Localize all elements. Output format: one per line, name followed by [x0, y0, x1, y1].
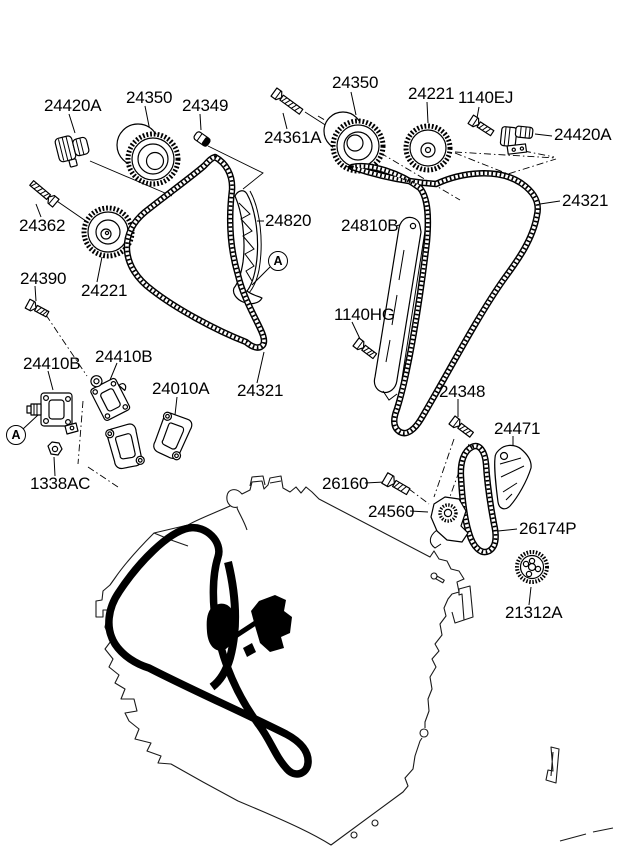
timing-chain-24321-right [345, 162, 541, 437]
crankshaft-sprocket-21312a [515, 550, 549, 584]
callout-a-left: A [6, 425, 26, 445]
dowel-pin-24349 [193, 131, 211, 147]
part-label-24471: 24471 [494, 419, 541, 438]
callout-a-right: A [268, 251, 288, 271]
part-label-24420a-right: 24420A [554, 125, 612, 144]
camshaft-sprocket-24221-left [81, 205, 135, 259]
chain-guide-24810b [373, 216, 426, 401]
part-label-24390: 24390 [20, 269, 67, 288]
camshaft-sprocket-24221-top [403, 123, 453, 173]
bolt-26160 [381, 472, 411, 496]
part-label-24410b-right: 24410B [95, 347, 153, 366]
oil-pump-chain-26174p [457, 442, 499, 556]
part-label-21312a: 21312A [505, 603, 563, 622]
tensioner-arm-24471 [494, 444, 532, 510]
chain-tensioner-24410b-left [26, 392, 79, 435]
chain-guide-24820 [232, 190, 263, 305]
gasket-24010a-left [105, 423, 145, 470]
bolt-24390 [24, 298, 50, 318]
bolt-24348 [448, 415, 474, 438]
camshaft-vvt-sprocket-24350-center [323, 111, 386, 174]
part-label-24321-right: 24321 [562, 191, 609, 210]
part-label-24349: 24349 [182, 96, 229, 115]
part-label-24221-left: 24221 [81, 281, 128, 300]
bolt-24362 [29, 180, 60, 208]
part-label-24820: 24820 [265, 211, 312, 230]
chain-tensioner-24410b-right [90, 375, 131, 421]
part-label-24350-left: 24350 [126, 88, 173, 107]
cam-position-actuator-24420a-left [54, 135, 90, 168]
nut-1338ac [47, 441, 63, 456]
part-label-1338ac: 1338AC [30, 474, 91, 493]
part-label-24221-top: 24221 [408, 84, 455, 103]
part-label-24560: 24560 [368, 502, 415, 521]
part-label-24348: 24348 [439, 382, 486, 401]
part-label-1140ej: 1140EJ [458, 88, 514, 107]
part-label-24350-center: 24350 [332, 73, 379, 92]
camshaft-vvt-sprocket-24350-left [116, 123, 181, 187]
cam-position-actuator-24420a-right [499, 125, 534, 155]
part-label-24420a-left: 24420A [44, 96, 102, 115]
installed-chain-silhouette [105, 524, 312, 778]
gasket-24010a-right [153, 411, 193, 461]
engine-block-outline [95, 475, 614, 846]
bolt-1140ej [467, 114, 495, 137]
timing-chain-24321-left [123, 153, 268, 351]
part-label-26160: 26160 [322, 474, 369, 493]
part-label-24410b-left: 24410B [23, 354, 81, 373]
part-label-24321-center: 24321 [237, 381, 284, 400]
bolt-24361a [270, 87, 304, 115]
chain-tensioner-24560 [429, 496, 469, 549]
part-label-26174p: 26174P [519, 519, 577, 538]
part-label-24010a: 24010A [152, 379, 210, 398]
part-label-24361a: 24361A [264, 128, 322, 147]
bolt-1140hg [352, 337, 378, 360]
part-label-24810b: 24810B [341, 216, 399, 235]
part-label-1140hg: 1140HG [334, 305, 395, 324]
part-label-24362: 24362 [19, 216, 66, 235]
